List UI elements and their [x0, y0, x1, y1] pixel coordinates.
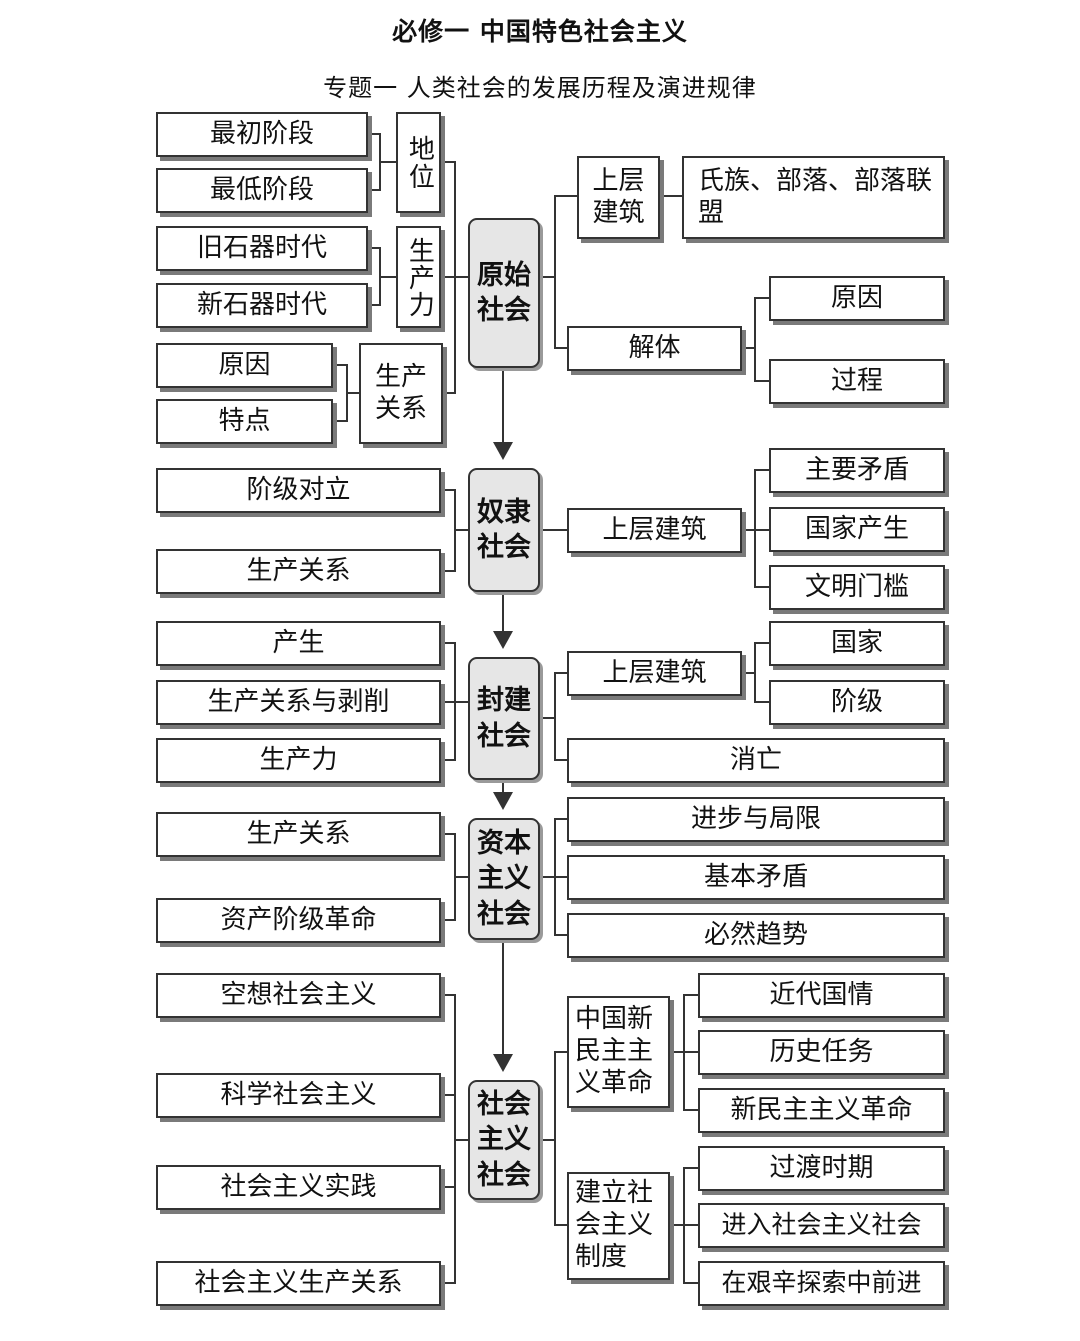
progress-and-limits: 进步与局限: [567, 797, 945, 842]
class-opposition: 阶级对立: [156, 468, 441, 513]
relations-node: 生产关系: [359, 343, 443, 444]
scientific-socialism: 科学社会主义: [156, 1073, 441, 1118]
center-capitalist-society: 资本主义社会: [468, 818, 540, 940]
feudal-productivity: 生产力: [156, 738, 441, 783]
socialist-system-establishment: 建立社会主义制度: [567, 1172, 670, 1280]
basic-contradiction: 基本矛盾: [567, 855, 945, 900]
modern-national-conditions: 近代国情: [698, 973, 945, 1018]
inevitable-trend: 必然趋势: [567, 913, 945, 958]
feudal-relations-exploitation: 生产关系与剥削: [156, 680, 441, 725]
primitive-superstructure: 上层建筑: [577, 156, 660, 239]
utopian-socialism: 空想社会主义: [156, 973, 441, 1018]
productivity-label: 生产力: [404, 236, 435, 318]
slave-relations: 生产关系: [156, 549, 441, 594]
entering-socialist-society: 进入社会主义社会: [698, 1203, 945, 1248]
stage-lowest: 最低阶段: [156, 168, 368, 213]
socialist-relations: 社会主义生产关系: [156, 1261, 441, 1306]
primitive-superstructure-detail: 氏族、部落、部落联盟: [682, 156, 945, 239]
capitalist-relations: 生产关系: [156, 812, 441, 857]
primitive-collapse: 解体: [567, 326, 742, 371]
state-emergence: 国家产生: [769, 507, 945, 552]
status-node: 地位: [396, 112, 441, 213]
neolithic-age: 新石器时代: [156, 283, 368, 328]
stage-earliest: 最初阶段: [156, 112, 368, 157]
center-primitive-society: 原始社会: [468, 218, 540, 368]
new-democratic-revolution: 中国新民主主义革命: [567, 996, 670, 1108]
relations-feature: 特点: [156, 399, 333, 444]
page-title: 必修一 中国特色社会主义: [392, 17, 688, 46]
transition-period: 过渡时期: [698, 1146, 945, 1191]
feudal-demise: 消亡: [567, 738, 945, 783]
page-subtitle: 专题一 人类社会的发展历程及演进规律: [323, 74, 757, 102]
feudal-origin: 产生: [156, 621, 441, 666]
productivity-node: 生产力: [396, 226, 441, 328]
feudal-class: 阶级: [769, 680, 945, 725]
arduous-exploration: 在艰辛探索中前进: [698, 1261, 945, 1306]
center-socialist-society: 社会主义社会: [468, 1080, 540, 1200]
collapse-process: 过程: [769, 359, 945, 404]
feudal-superstructure: 上层建筑: [567, 651, 742, 696]
feudal-state: 国家: [769, 621, 945, 666]
civilization-threshold: 文明门槛: [769, 565, 945, 610]
relations-cause: 原因: [156, 343, 333, 388]
collapse-cause: 原因: [769, 276, 945, 321]
status-label: 地位: [404, 134, 435, 191]
historical-tasks: 历史任务: [698, 1030, 945, 1075]
main-contradiction: 主要矛盾: [769, 448, 945, 493]
new-democratic-revolution-detail: 新民主主义革命: [698, 1088, 945, 1133]
bourgeois-revolution: 资产阶级革命: [156, 898, 441, 943]
socialist-practice: 社会主义实践: [156, 1165, 441, 1210]
center-feudal-society: 封建社会: [468, 657, 540, 780]
paleolithic-age: 旧石器时代: [156, 226, 368, 271]
center-slave-society: 奴隶社会: [468, 468, 540, 592]
slave-superstructure: 上层建筑: [567, 508, 742, 553]
